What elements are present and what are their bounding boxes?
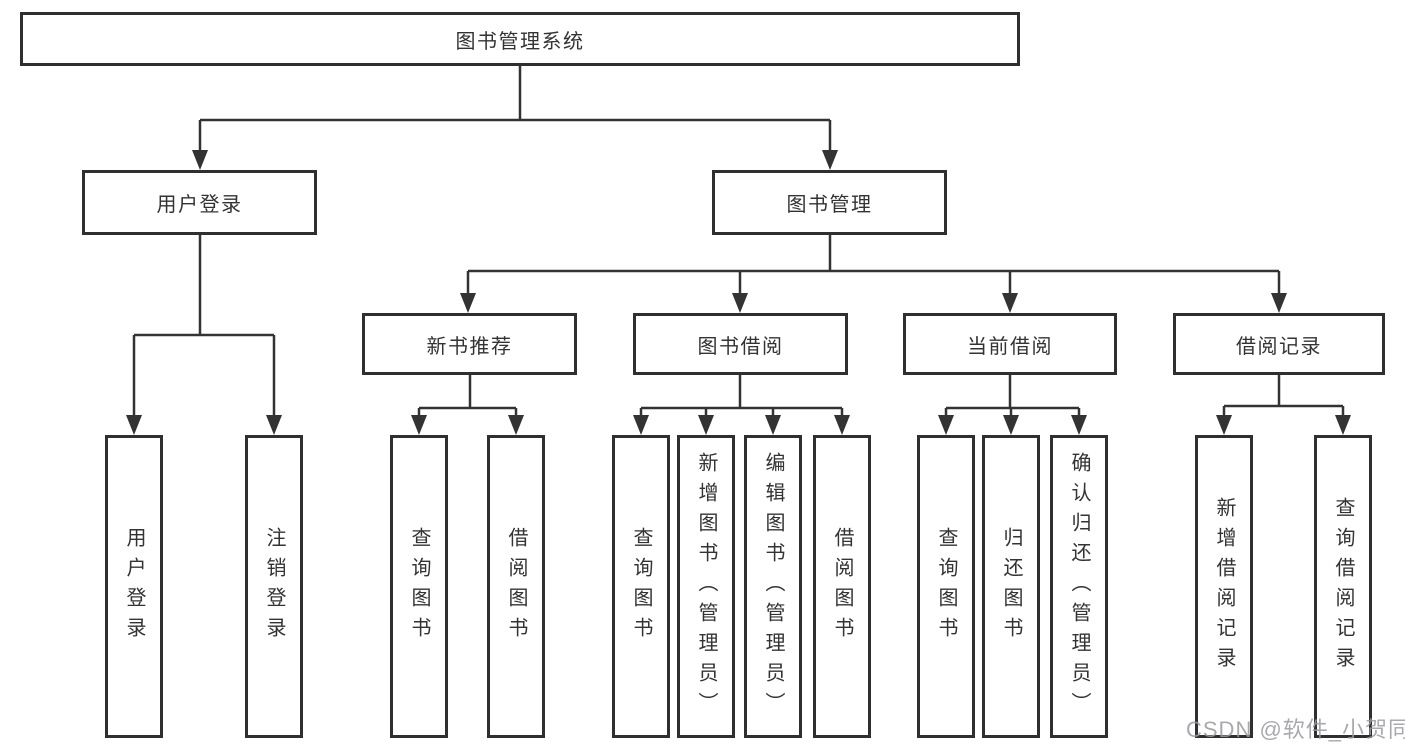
node-label: 图书管理	[786, 194, 873, 216]
leaf-bb-borrow-books: 借阅图书	[813, 435, 871, 738]
node-label: 确认归还（管理员）	[1068, 451, 1090, 722]
node-label: 用户登录	[156, 194, 243, 216]
leaf-cb-confirm-return-admin: 确认归还（管理员）	[1050, 435, 1108, 738]
watermark: CSDN @软件_小贺同学	[1186, 717, 1405, 742]
node-new-book-recommend: 新书推荐	[362, 313, 577, 375]
node-root: 图书管理系统	[20, 12, 1020, 66]
leaf-br-query-record: 查询借阅记录	[1314, 435, 1372, 738]
leaf-nb-query-books: 查询图书	[390, 435, 448, 738]
leaf-logout: 注销登录	[245, 435, 303, 738]
node-label: 借阅记录	[1236, 335, 1322, 358]
node-label: 编辑图书（管理员）	[762, 451, 784, 722]
node-current-borrow: 当前借阅	[903, 313, 1117, 375]
leaf-bb-add-book-admin: 新增图书（管理员）	[677, 435, 735, 738]
leaf-br-add-record: 新增借阅记录	[1195, 435, 1253, 738]
node-label: 注销登录	[263, 526, 285, 647]
node-label: 查询图书	[630, 526, 652, 647]
node-label: 新书推荐	[426, 335, 513, 358]
leaf-cb-query-books: 查询图书	[917, 435, 975, 738]
leaf-bb-edit-book-admin: 编辑图书（管理员）	[744, 435, 802, 738]
node-label: 查询图书	[408, 526, 430, 647]
node-label: 借阅图书	[505, 526, 527, 647]
node-label: 借阅图书	[831, 526, 853, 647]
leaf-nb-borrow-books: 借阅图书	[487, 435, 545, 738]
leaf-cb-return-books: 归还图书	[982, 435, 1040, 738]
node-label: 图书借阅	[697, 335, 784, 358]
node-borrow-records: 借阅记录	[1173, 313, 1385, 375]
node-label: 当前借阅	[967, 335, 1053, 358]
node-label: 查询借阅记录	[1332, 496, 1354, 677]
leaf-user-login: 用户登录	[105, 435, 163, 738]
node-label: 图书管理系统	[455, 30, 585, 53]
node-label: 归还图书	[1000, 526, 1022, 647]
node-label: 新增图书（管理员）	[695, 451, 717, 722]
node-label: 用户登录	[123, 526, 145, 647]
node-book-borrow: 图书借阅	[633, 313, 848, 375]
node-label: 查询图书	[935, 526, 957, 647]
node-user-login: 用户登录	[82, 170, 317, 235]
node-label: 新增借阅记录	[1213, 496, 1235, 677]
node-book-management: 图书管理	[712, 170, 947, 235]
leaf-bb-query-books: 查询图书	[612, 435, 670, 738]
arrowheads	[126, 150, 1351, 435]
